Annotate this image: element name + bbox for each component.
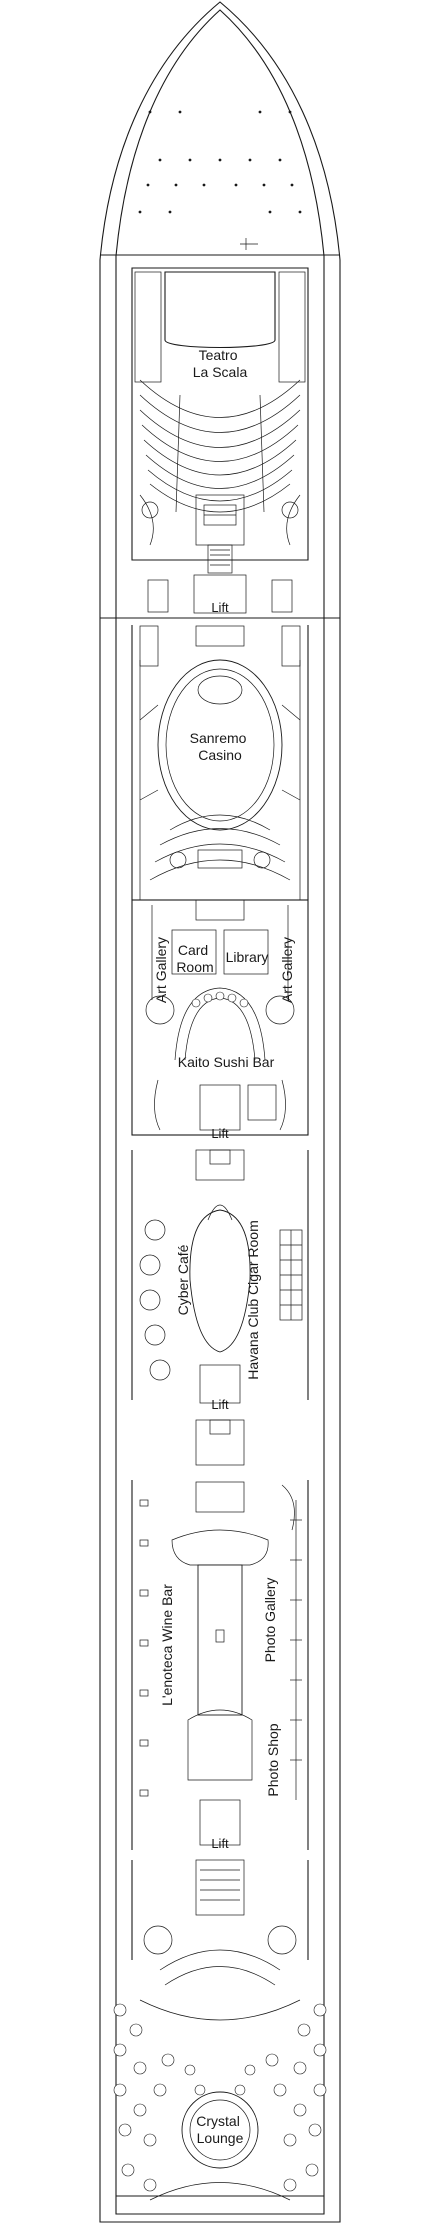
- lift-label-2: Lift: [211, 1126, 229, 1141]
- teatro-la-scala-area: [131, 267, 309, 614]
- room-label-photo-gallery: Photo Gallery: [262, 1578, 278, 1663]
- wall-stations-right: [290, 1500, 302, 1800]
- bow-markers: [138, 110, 302, 250]
- room-label-card-room: Card Room: [176, 942, 213, 975]
- cyber-cafe-cigar-area: [131, 1149, 309, 1404]
- room-label-sushi-bar: Kaito Sushi Bar: [178, 1054, 275, 1070]
- room-label-art-gallery-right: Art Gallery: [279, 937, 295, 1003]
- room-label-library: Library: [226, 949, 269, 965]
- lounge-seating: [113, 2003, 327, 2192]
- card-room-library-sushi-area: [131, 899, 309, 1136]
- lift-shafts: [209, 1149, 231, 1435]
- room-label-havana-club: Havana Club Cigar Room: [245, 1220, 261, 1380]
- wall-stations-left: [139, 1499, 149, 1797]
- room-label-cyber-cafe: Cyber Café: [175, 1244, 191, 1315]
- theatre-stairs: [210, 549, 230, 566]
- room-label-casino: Sanremo Casino: [190, 730, 251, 763]
- theatre-seating: [139, 379, 301, 513]
- lift-label-1: Lift: [211, 600, 229, 615]
- wine-bar-photo-area: [131, 1419, 309, 1850]
- lift-label-3: Lift: [211, 1397, 229, 1412]
- cigar-room-grid: [279, 1229, 303, 1321]
- room-label-crystal-lounge: Crystal Lounge: [196, 2113, 243, 2146]
- room-label-art-gallery-left: Art Gallery: [153, 937, 169, 1003]
- hull-outline: [99, 1, 341, 2223]
- room-label-photo-shop: Photo Shop: [265, 1723, 281, 1796]
- room-label-teatro: Teatro La Scala: [193, 347, 248, 380]
- crystal-lounge-area: [113, 1859, 327, 2201]
- room-label-wine-bar: L'enoteca Wine Bar: [159, 1584, 175, 1706]
- lift-label-4: Lift: [211, 1836, 229, 1851]
- sanremo-casino-area: [131, 625, 309, 900]
